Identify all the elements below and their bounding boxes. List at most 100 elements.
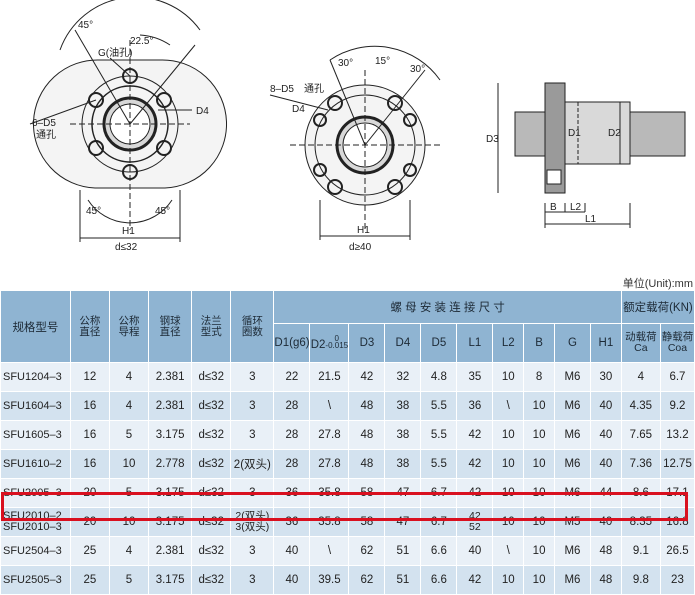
dim-label: d≥40 — [349, 242, 372, 253]
flange-drawing-large — [269, 45, 441, 240]
angle-label-bl: 45° — [86, 206, 101, 217]
table-cell: 7.36 — [620, 449, 661, 479]
table-cell: 9.8 — [620, 565, 661, 595]
table-cell: 42 — [348, 362, 386, 392]
header-nut-dimensions: 螺 母 安 装 连 接 尺 寸 — [273, 290, 622, 324]
table-cell: 5.5 — [420, 420, 458, 450]
table-cell: 40 — [456, 536, 494, 566]
side-view-drawing — [497, 82, 686, 228]
table-cell: 10 — [492, 565, 525, 595]
table-cell: 38 — [384, 449, 422, 479]
table-cell: 10 — [492, 449, 525, 479]
table-cell: 16 — [69, 449, 110, 479]
header-rated-load: 额定载荷(KN) — [620, 290, 695, 324]
header-lead: 公称 导程 — [108, 290, 150, 363]
table-cell: 5 — [108, 420, 150, 450]
table-cell: M6 — [553, 420, 591, 450]
header-d2: D20 -0.015 — [309, 323, 350, 363]
model-cell: SFU2504–3 — [0, 536, 71, 566]
table-cell: 4.8 — [420, 362, 458, 392]
table-cell: 7.65 — [620, 420, 661, 450]
table-cell: 58 — [348, 507, 386, 537]
model-cell: SFU2505–3 — [0, 565, 71, 595]
table-cell: 2(双头) — [230, 449, 275, 479]
table-cell: 17.1 — [659, 478, 695, 508]
header-d4: D4 — [384, 323, 422, 363]
table-cell: 38 — [384, 420, 422, 450]
model-cell: SFU1610–2 — [0, 449, 71, 479]
table-cell: 35.8 — [309, 507, 350, 537]
table-cell: 51 — [384, 565, 422, 595]
table-cell: 30 — [589, 362, 622, 392]
table-cell: 28 — [273, 420, 311, 450]
table-cell: 27.8 — [309, 420, 350, 450]
table-cell: 35.8 — [309, 478, 350, 508]
header-l2: L2 — [492, 323, 525, 363]
table-cell: M6 — [553, 391, 591, 421]
table-cell: 2.381 — [148, 536, 193, 566]
table-cell: 3 — [230, 420, 275, 450]
l1-label: L1 — [585, 214, 597, 225]
table-cell: M6 — [553, 478, 591, 508]
table-cell: 6.7 — [420, 478, 458, 508]
table-cell: 47 — [384, 478, 422, 508]
table-cell: 44 — [589, 478, 622, 508]
table-cell: 6.6 — [420, 565, 458, 595]
h1-label: H1 — [122, 226, 135, 237]
table-cell: \ — [492, 536, 525, 566]
table-cell: 40 — [589, 507, 622, 537]
table-cell: 4 — [620, 362, 661, 392]
table-cell: 9.2 — [659, 391, 695, 421]
table-cell: 10 — [492, 478, 525, 508]
table-cell: 4.35 — [620, 391, 661, 421]
header-g: G — [553, 323, 591, 363]
table-cell: 10 — [108, 507, 150, 537]
header-ca: 动载荷 Ca — [620, 323, 661, 363]
header-l1: L1 — [456, 323, 494, 363]
table-cell: 10 — [108, 449, 150, 479]
table-cell: 58 — [348, 478, 386, 508]
table-cell: 12.75 — [659, 449, 695, 479]
hole-label: 8–D5 — [270, 84, 294, 95]
header-nominal-diameter: 公称 直径 — [69, 290, 110, 363]
model-cell: SFU2010–2 SFU2010–3 — [0, 507, 71, 537]
table-cell: 36 — [273, 507, 311, 537]
table-cell: \ — [309, 536, 350, 566]
table-cell: 3.175 — [148, 507, 193, 537]
table-cell: 8 — [523, 362, 555, 392]
header-coa: 静载荷 Coa — [659, 323, 695, 363]
table-cell: 16 — [69, 391, 110, 421]
table-cell: 40 — [589, 449, 622, 479]
header-d5: D5 — [420, 323, 458, 363]
table-cell: 3.175 — [148, 420, 193, 450]
header-h1: H1 — [589, 323, 622, 363]
table-cell: 42 — [456, 478, 494, 508]
table-cell: 39.5 — [309, 565, 350, 595]
table-cell: 4 — [108, 362, 150, 392]
table-cell: M6 — [553, 362, 591, 392]
table-cell: 10 — [492, 420, 525, 450]
table-cell: 42 — [456, 565, 494, 595]
table-cell: 42 — [456, 420, 494, 450]
dim-label: d≤32 — [115, 242, 138, 253]
table-cell: 10 — [523, 420, 555, 450]
header-ball-diameter: 钢球 直径 — [148, 290, 193, 363]
table-cell: M6 — [553, 565, 591, 595]
table-cell: 5.5 — [420, 391, 458, 421]
table-cell: 48 — [589, 565, 622, 595]
table-cell: 6.6 — [420, 536, 458, 566]
table-cell: 48 — [348, 449, 386, 479]
model-cell: SFU1204–3 — [0, 362, 71, 392]
table-cell: 4 — [108, 536, 150, 566]
table-cell: 36 — [456, 391, 494, 421]
header-circuits: 循环 圈数 — [230, 290, 275, 363]
table-cell: 28 — [273, 449, 311, 479]
hole-label: 6–D5 — [32, 118, 56, 129]
table-cell: 12 — [69, 362, 110, 392]
table-cell: 40 — [589, 420, 622, 450]
